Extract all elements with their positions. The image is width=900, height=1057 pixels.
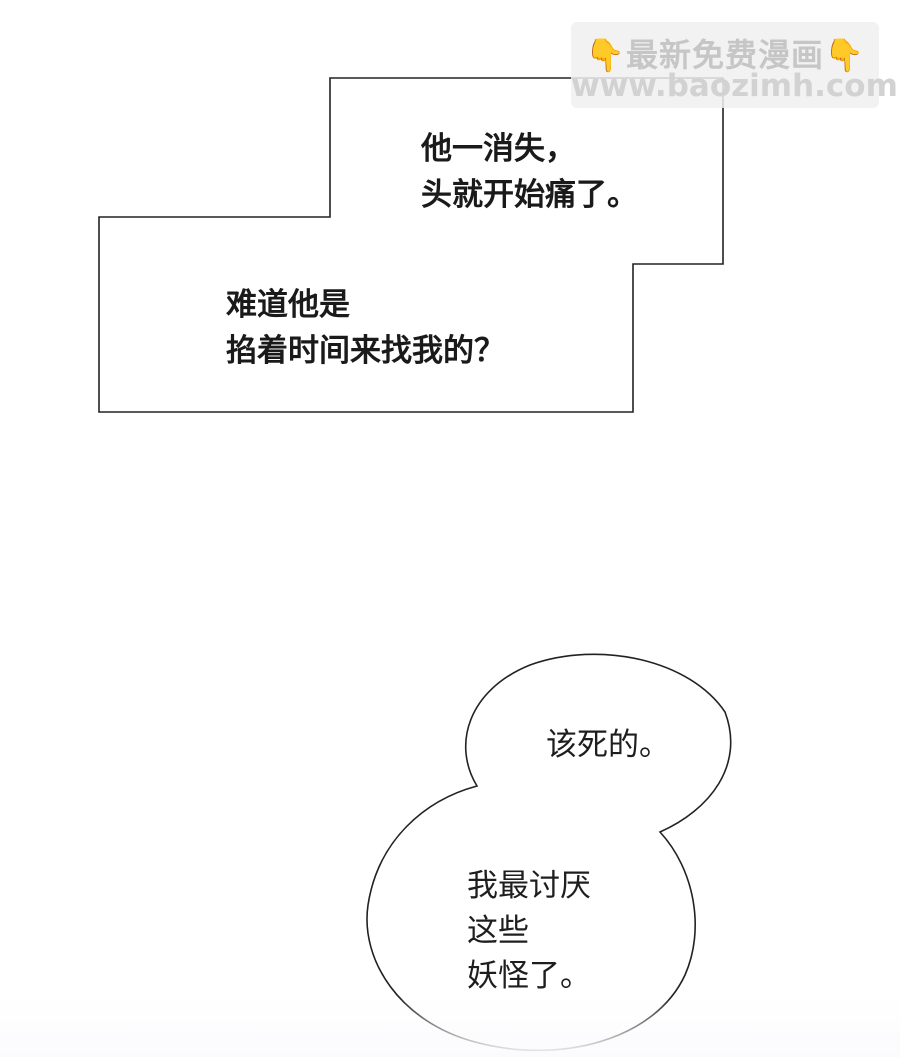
caption-line: 难道他是 (226, 287, 350, 323)
caption-lower-text: 难道他是 掐着时间来找我的？ (226, 282, 505, 374)
watermark-url: www.baozimh.com (571, 68, 898, 104)
pointing-down-hand-icon: 👇 (824, 36, 865, 74)
caption-line: 掐着时间来找我的？ (226, 333, 505, 369)
speech-line: 该死的。 (546, 727, 670, 763)
bottom-fade (0, 997, 900, 1057)
speech-bottom-text: 我最讨厌 这些 妖怪了。 (467, 864, 591, 999)
watermark-title: 最新免费漫画 (625, 36, 824, 74)
speech-line: 这些 (467, 913, 529, 949)
caption-box-outline (98, 77, 724, 413)
caption-line: 他一消失， (421, 131, 576, 167)
watermark-title-row: 👇最新免费漫画👇 (571, 30, 879, 76)
speech-bubble-outline (366, 653, 732, 1052)
speech-line: 我最讨厌 (467, 868, 591, 904)
watermark: 👇最新免费漫画👇 www.baozimh.com (571, 22, 898, 108)
speech-top-text: 该死的。 (546, 722, 670, 768)
pointing-down-hand-icon: 👇 (585, 36, 626, 74)
caption-upper-text: 他一消失， 头就开始痛了。 (421, 126, 638, 218)
caption-line: 头就开始痛了。 (421, 177, 638, 213)
speech-line: 妖怪了。 (467, 958, 591, 994)
